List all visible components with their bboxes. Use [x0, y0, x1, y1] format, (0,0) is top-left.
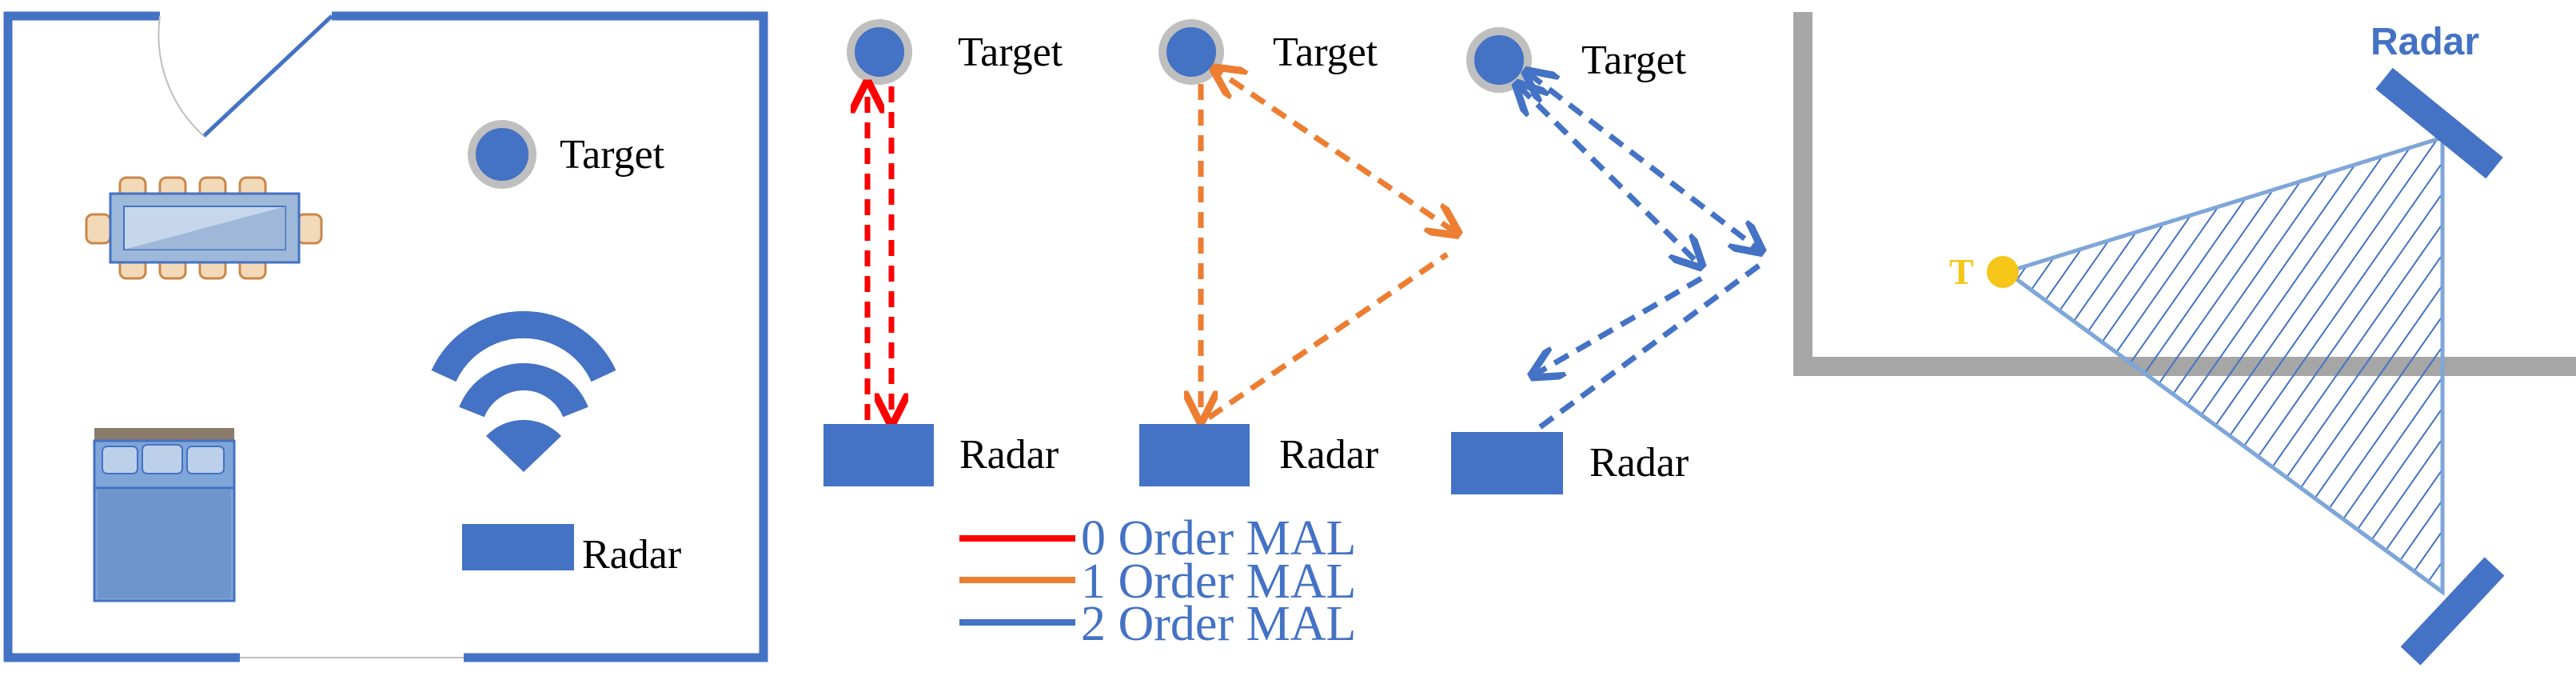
legend-label-order-2: 2 Order MAL — [1081, 597, 1356, 651]
path-2-c — [1535, 275, 1703, 374]
target-label: T — [1949, 251, 1974, 292]
path-2-b — [1529, 74, 1759, 250]
target-label: Target — [560, 132, 665, 178]
radar-label: Radar — [582, 532, 681, 578]
floorplan-room — [3, 11, 768, 662]
path-panel-order-0: Target Radar — [823, 19, 1063, 486]
geometry-panel: Radar T — [1793, 12, 2576, 666]
radar-block — [1139, 424, 1250, 486]
radar-label: Radar — [1589, 440, 1689, 486]
bed-icon — [93, 428, 236, 602]
target-label: Target — [1273, 30, 1378, 75]
path-1-up — [1217, 70, 1455, 232]
target-marker — [847, 19, 912, 85]
radar-block — [823, 424, 934, 486]
door-icon — [158, 14, 464, 658]
dining-table-icon — [85, 176, 323, 280]
target-label: Target — [958, 30, 1063, 75]
path-2-d — [1531, 263, 1761, 434]
path-1-reflect — [1207, 252, 1449, 420]
path-panel-order-2: Target Radar — [1451, 27, 1761, 494]
target-label: Target — [1581, 38, 1687, 83]
radar-label: Radar — [959, 432, 1059, 478]
radar-bar-top — [2375, 67, 2503, 179]
radar-bar-bottom — [2400, 557, 2505, 666]
radar-block — [462, 524, 574, 570]
room-panel: Target Radar — [3, 11, 768, 662]
wifi-icon — [431, 310, 616, 472]
target-marker — [1466, 27, 1532, 93]
legend: 0 Order MAL 1 Order MAL 2 Order MAL — [959, 511, 1356, 651]
target-point — [1987, 256, 2019, 288]
radar-label: Radar — [1279, 432, 1378, 478]
path-2-a — [1519, 86, 1699, 264]
target-marker — [468, 120, 536, 189]
target-marker — [1158, 19, 1224, 85]
radar-label: Radar — [2371, 21, 2479, 63]
legend-label-order-1: 1 Order MAL — [1081, 554, 1356, 609]
radar-block — [1451, 432, 1563, 494]
legend-label-order-0: 0 Order MAL — [1081, 511, 1356, 566]
path-panel-order-1: Target Radar — [1139, 19, 1455, 486]
